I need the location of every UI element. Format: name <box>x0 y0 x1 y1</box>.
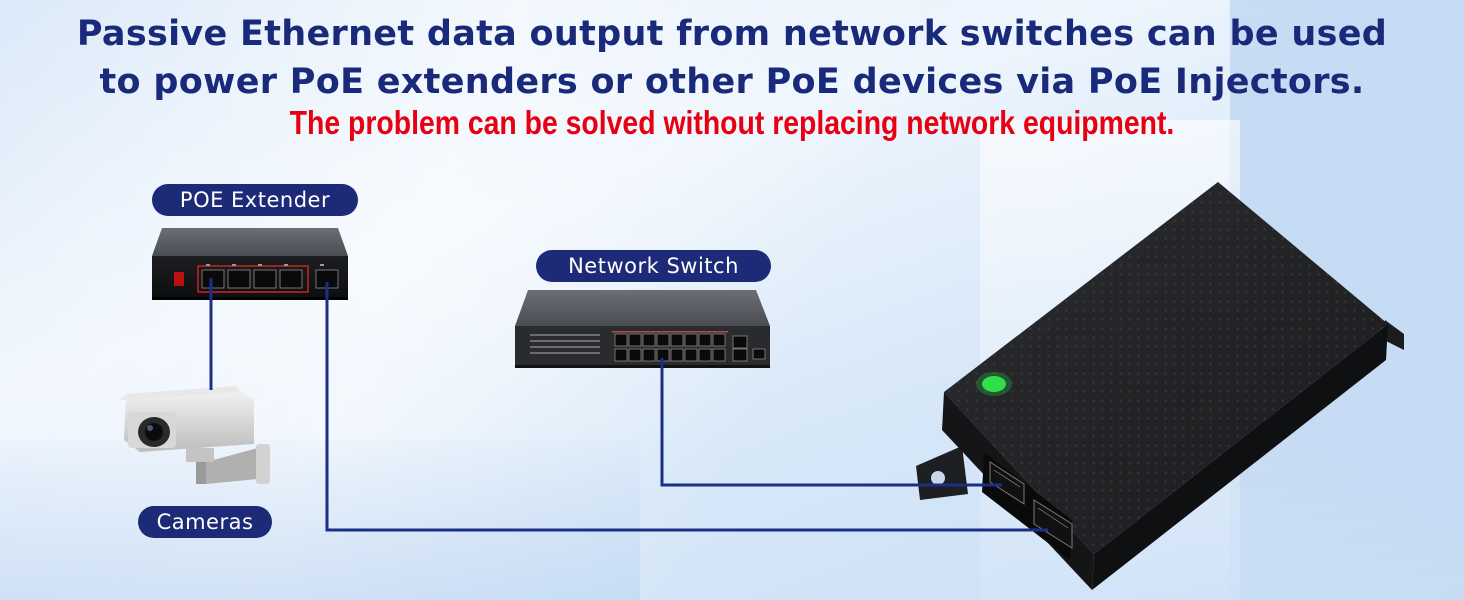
label-poe-extender: POE Extender <box>152 184 358 216</box>
cable-switch-to-injector <box>660 358 1002 487</box>
poe-extender-device <box>152 228 348 300</box>
headline-line-2: to power PoE extenders or other PoE devi… <box>99 62 1365 102</box>
ethernet-cables <box>209 278 1048 532</box>
label-cameras: Cameras <box>138 506 272 538</box>
camera-device <box>120 386 270 484</box>
headline-line-1: Passive Ethernet data output from networ… <box>76 14 1388 54</box>
cable-extender-to-injector <box>325 282 1048 532</box>
network-switch-device <box>515 290 770 368</box>
label-network-switch: Network Switch <box>536 250 771 282</box>
background-panel <box>0 440 640 600</box>
subheadline: The problem can be solved without replac… <box>289 104 1175 141</box>
